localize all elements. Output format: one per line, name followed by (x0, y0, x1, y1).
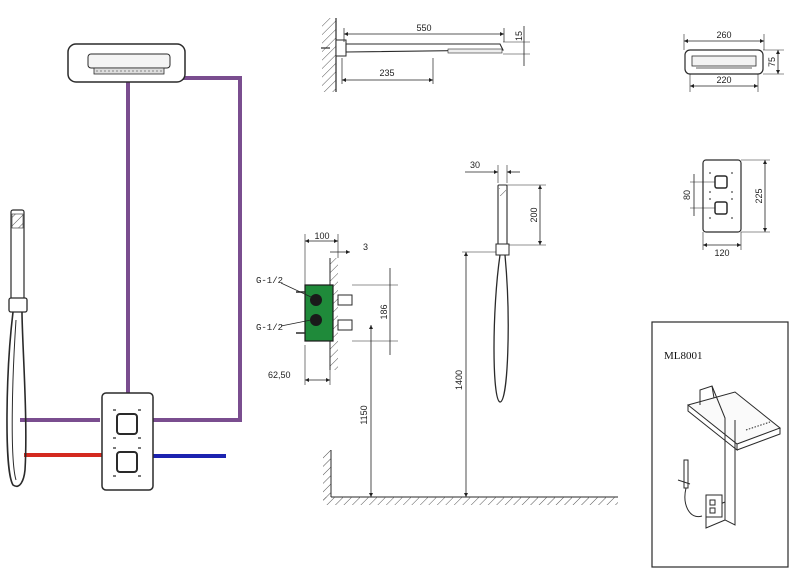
valve-body (304, 284, 334, 342)
thermostatic-valve-panel (101, 392, 154, 491)
inlet-top-label: G-1/2 (256, 276, 283, 286)
rain-shower-head (67, 43, 186, 83)
dim-head-width-inner: 220 (716, 75, 731, 85)
flow-knob (116, 451, 138, 473)
dim-head-width-outer: 260 (716, 30, 731, 40)
floor-and-wall (323, 450, 618, 505)
dim-head-thickness: 15 (514, 31, 524, 41)
dim-holder-mount-height: 1400 (454, 370, 464, 390)
dim-valve-offset: 3 (363, 242, 368, 252)
inlet-bottom-label: G-1/2 (256, 323, 283, 333)
dim-valve-depth: 100 (314, 231, 329, 241)
purple-pipe (20, 76, 242, 422)
dim-knob-spacing: 80 (682, 190, 692, 200)
dim-arm-reach: 235 (379, 68, 394, 78)
dim-valve-height: 225 (754, 188, 764, 203)
shower-arm-side-view: 550 15 235 (321, 18, 530, 92)
dim-head-height: 75 (767, 57, 777, 67)
dim-valve-floor-height: 1150 (359, 405, 369, 424)
shower-head-top-view: 260 220 75 (683, 30, 784, 92)
dim-arm-length: 550 (416, 23, 431, 33)
valve-side-section: G-1/2 G-1/2 100 3 186 62,50 1150 (256, 231, 398, 497)
isometric-view-panel: ML8001 (651, 321, 789, 568)
valve-front-view: 225 80 120 (682, 159, 770, 258)
shower-hose (6, 311, 27, 488)
hand-shower-holder (8, 297, 28, 313)
hand-shower (6, 209, 28, 488)
dim-hand-shower-width: 30 (470, 160, 480, 170)
temperature-knob (116, 413, 138, 435)
installation-diagram (6, 43, 242, 491)
dim-valve-bottom: 62,50 (268, 370, 291, 380)
inlet-bottom-port (310, 314, 322, 326)
dim-valve-width: 120 (714, 248, 729, 258)
model-number: ML8001 (664, 350, 703, 362)
isometric-shower-system (677, 385, 782, 529)
hand-shower-detail: 30 200 1400 (454, 160, 546, 497)
inlet-top-port (310, 294, 322, 306)
dim-hand-shower-length: 200 (529, 207, 539, 222)
dim-valve-body-height: 186 (379, 304, 389, 319)
